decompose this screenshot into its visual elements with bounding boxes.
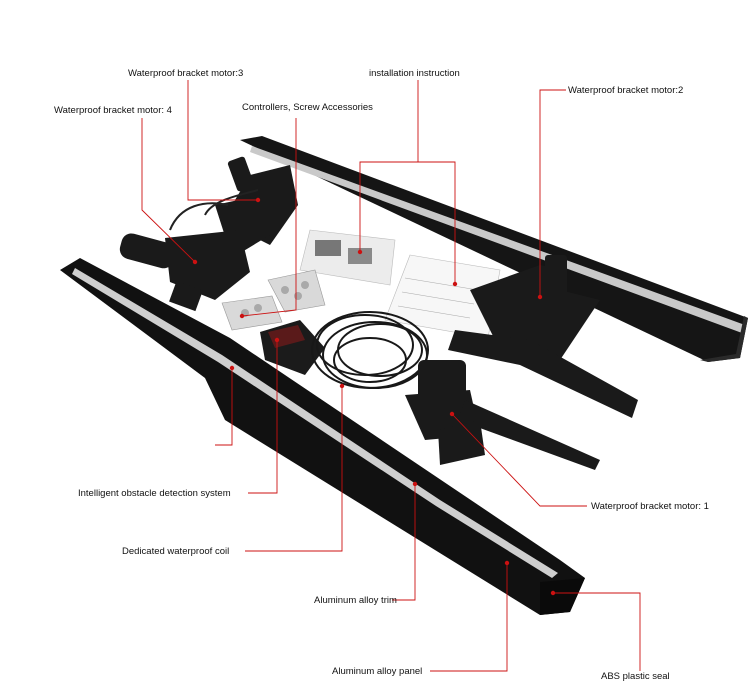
motor-1-assembly — [405, 360, 600, 470]
label-aluminum-trim: Aluminum alloy trim — [314, 595, 397, 606]
motor-3-4-assembly — [119, 156, 298, 312]
waterproof-coil — [311, 311, 429, 389]
screw-accessories — [221, 269, 326, 331]
label-installation-instruction: installation instruction — [369, 68, 460, 79]
front-running-board — [60, 258, 585, 615]
label-obstacle-detection: Intelligent obstacle detection system — [78, 488, 231, 499]
label-motor-3: Waterproof bracket motor:3 — [128, 68, 244, 79]
label-controllers: Controllers, Screw Accessories — [242, 102, 373, 113]
label-motor-2: Waterproof bracket motor:2 — [568, 85, 684, 96]
back-running-board — [240, 136, 748, 362]
leader-lines — [141, 80, 641, 672]
leader-dots — [192, 197, 556, 596]
label-aluminum-panel: Aluminum alloy panel — [332, 666, 423, 677]
label-abs-seal: ABS plastic seal — [601, 671, 670, 682]
label-waterproof-coil: Dedicated waterproof coil — [122, 546, 230, 557]
label-motor-4: Waterproof bracket motor: 4 — [54, 105, 172, 116]
motor-cables — [169, 189, 259, 231]
label-motor-1: Waterproof bracket motor: 1 — [591, 501, 709, 512]
motor-2-assembly — [448, 255, 638, 418]
